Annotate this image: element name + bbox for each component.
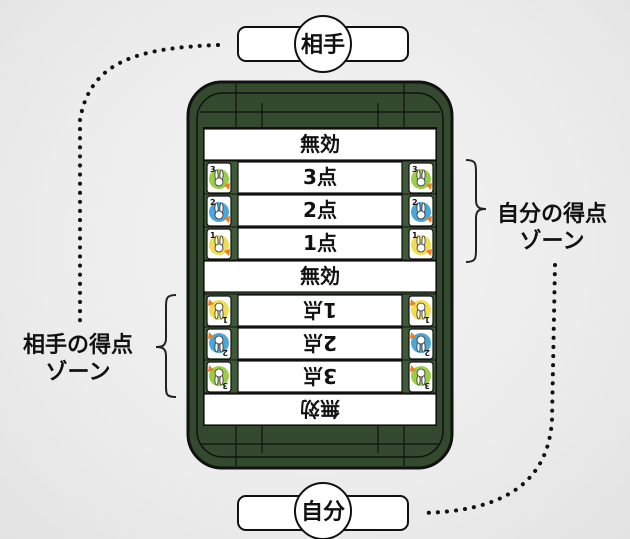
card-number: 2 xyxy=(412,198,418,207)
card-number: 2 xyxy=(222,348,228,357)
score-row-label: 3点 xyxy=(303,165,337,189)
opponent-zone-label-line1: 相手の得点 xyxy=(23,332,133,358)
score-row-8: 3点 xyxy=(203,359,437,394)
score-row-2: 3点 xyxy=(203,160,437,195)
rabbit-icon xyxy=(214,235,224,253)
rabbit-icon xyxy=(214,169,224,187)
carrot-icon xyxy=(410,299,416,306)
point-card-3: 3 xyxy=(206,361,232,393)
opponent-connector xyxy=(78,43,220,324)
score-row-label: 1点 xyxy=(303,231,337,255)
point-card-2: 2 xyxy=(206,195,232,227)
card-number: 2 xyxy=(424,348,430,357)
self-zone-label-line1: 自分の得点 xyxy=(497,201,607,227)
rabbit-icon xyxy=(416,368,426,386)
score-row-1: 無効 xyxy=(203,128,437,161)
card-number: 1 xyxy=(412,231,418,240)
score-row-7: 2点 xyxy=(203,326,437,361)
rabbit-icon xyxy=(416,302,426,320)
score-row-label: 1点 xyxy=(303,298,337,322)
rabbit-icon xyxy=(416,235,426,253)
self-label: 自分 xyxy=(301,499,345,525)
self-label-box: 自分 xyxy=(237,482,409,539)
opponent-zone-label-line2: ゾーン xyxy=(46,359,111,385)
carrot-icon xyxy=(224,249,230,256)
card-number: 1 xyxy=(210,231,216,240)
opponent-zone-bracket xyxy=(155,294,177,398)
opponent-label: 相手 xyxy=(301,33,345,58)
self-zone-label-line2: ゾーン xyxy=(520,228,585,254)
score-row-label: 無効 xyxy=(300,397,340,421)
score-row-3: 2点 xyxy=(203,193,437,228)
rabbit-icon xyxy=(416,202,426,220)
point-card-1: 1 xyxy=(206,295,232,327)
score-row-label: 2点 xyxy=(303,331,337,355)
score-row-label: 3点 xyxy=(303,364,337,388)
carrot-icon xyxy=(426,216,432,223)
carrot-icon xyxy=(426,183,432,190)
self-zone-label: 自分の得点 ゾーン xyxy=(497,201,607,254)
card-number: 3 xyxy=(424,381,430,390)
carrot-icon xyxy=(208,332,214,339)
score-row-label: 無効 xyxy=(300,132,340,156)
self-zone-bracket xyxy=(465,159,487,263)
card-number: 3 xyxy=(210,165,216,174)
point-card-1: 1 xyxy=(408,228,434,260)
rabbit-icon xyxy=(214,368,224,386)
point-card-3: 3 xyxy=(408,162,434,194)
point-card-2: 2 xyxy=(408,328,434,360)
point-card-1: 1 xyxy=(408,295,434,327)
rabbit-icon xyxy=(214,302,224,320)
carrot-icon xyxy=(410,365,416,372)
score-row-label: 無効 xyxy=(300,264,340,288)
carrot-icon xyxy=(426,249,432,256)
rabbit-icon xyxy=(416,169,426,187)
score-row-4: 1点 xyxy=(203,226,437,261)
point-card-2: 2 xyxy=(408,195,434,227)
card-number: 1 xyxy=(424,315,430,324)
carrot-icon xyxy=(224,216,230,223)
point-card-2: 2 xyxy=(206,328,232,360)
game-board: 無効 3点 3 3 2点 2 2 1点 1 1 無効 1点 1 1 2点 2 2 3点 3 3 無効 xyxy=(186,80,454,470)
carrot-icon xyxy=(208,299,214,306)
score-row-5: 無効 xyxy=(203,260,437,293)
rabbit-icon xyxy=(214,202,224,220)
rabbit-icon xyxy=(214,335,224,353)
card-number: 2 xyxy=(210,198,216,207)
card-number: 1 xyxy=(222,315,228,324)
card-number: 3 xyxy=(222,381,228,390)
carrot-icon xyxy=(410,332,416,339)
score-row-9: 無効 xyxy=(203,393,437,426)
opponent-zone-label: 相手の得点 ゾーン xyxy=(23,332,133,385)
opponent-label-box: 相手 xyxy=(237,15,409,73)
point-card-3: 3 xyxy=(206,162,232,194)
point-card-1: 1 xyxy=(206,228,232,260)
card-number: 3 xyxy=(412,165,418,174)
point-card-3: 3 xyxy=(408,361,434,393)
score-row-6: 1点 xyxy=(203,293,437,328)
score-row-label: 2点 xyxy=(303,198,337,222)
rabbit-icon xyxy=(416,335,426,353)
carrot-icon xyxy=(208,365,214,372)
carrot-icon xyxy=(224,183,230,190)
